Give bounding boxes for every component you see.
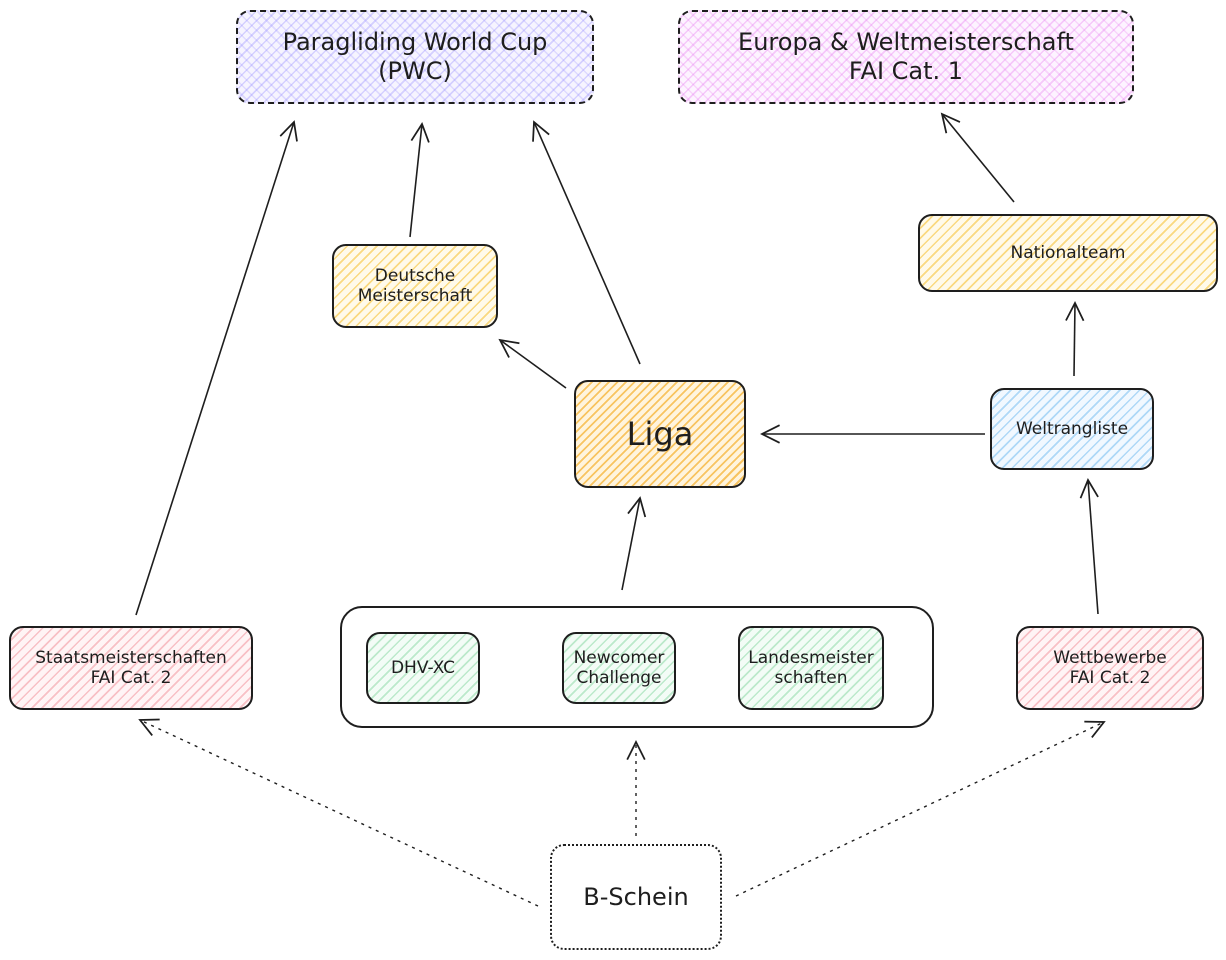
node-landesmeisterschaften: Landesmeister schaften bbox=[738, 626, 884, 710]
arrow-wettbewerbe-to-welt bbox=[1079, 478, 1099, 615]
node-pwc: Paragliding World Cup (PWC) bbox=[236, 10, 594, 104]
node-b-schein: B-Schein bbox=[550, 844, 722, 950]
node-wettbewerbe-label: Wettbewerbe FAI Cat. 2 bbox=[1053, 647, 1167, 688]
node-liga-label: Liga bbox=[626, 414, 694, 453]
node-deutsche-label: Deutsche Meisterschaft bbox=[357, 265, 473, 306]
dotted-arrow-bschein-to-staats bbox=[138, 718, 539, 907]
node-bschein-label: B-Schein bbox=[583, 882, 689, 911]
dotted-arrow-bschein-to-wettbewerbe bbox=[735, 720, 1106, 897]
node-deutsche-meisterschaft: Deutsche Meisterschaft bbox=[332, 244, 498, 328]
node-staats-label: Staatsmeisterschaften FAI Cat. 2 bbox=[35, 647, 227, 688]
node-newcomer-challenge: Newcomer Challenge bbox=[562, 632, 676, 704]
node-liga: Liga bbox=[574, 380, 746, 488]
node-weltrangliste: Weltrangliste bbox=[990, 388, 1154, 470]
node-nationalteam-label: Nationalteam bbox=[1010, 242, 1126, 263]
arrow-staats-to-pwc bbox=[135, 120, 298, 616]
arrow-group-to-liga bbox=[621, 496, 647, 591]
node-nationalteam: Nationalteam bbox=[918, 214, 1218, 292]
arrow-liga-to-pwc bbox=[532, 120, 641, 365]
node-pwc-label: Paragliding World Cup (PWC) bbox=[282, 28, 548, 85]
arrow-national-to-europa bbox=[940, 112, 1015, 203]
arrow-liga-to-deutsche bbox=[498, 338, 567, 389]
node-wettbewerbe: Wettbewerbe FAI Cat. 2 bbox=[1016, 626, 1204, 710]
node-staatsmeisterschaften: Staatsmeisterschaften FAI Cat. 2 bbox=[9, 626, 253, 710]
arrow-welt-to-national bbox=[1065, 301, 1085, 377]
node-landes-label: Landesmeister schaften bbox=[748, 647, 874, 688]
node-europa-weltmeisterschaft: Europa & Weltmeisterschaft FAI Cat. 1 bbox=[678, 10, 1134, 104]
node-weltrangliste-label: Weltrangliste bbox=[1015, 418, 1129, 439]
node-dhv-xc: DHV-XC bbox=[366, 632, 480, 704]
node-newcomer-label: Newcomer Challenge bbox=[573, 647, 665, 688]
arrow-deutsche-to-pwc bbox=[409, 122, 430, 238]
node-europa-label: Europa & Weltmeisterschaft FAI Cat. 1 bbox=[738, 28, 1074, 85]
node-dhv-xc-label: DHV-XC bbox=[390, 657, 456, 678]
